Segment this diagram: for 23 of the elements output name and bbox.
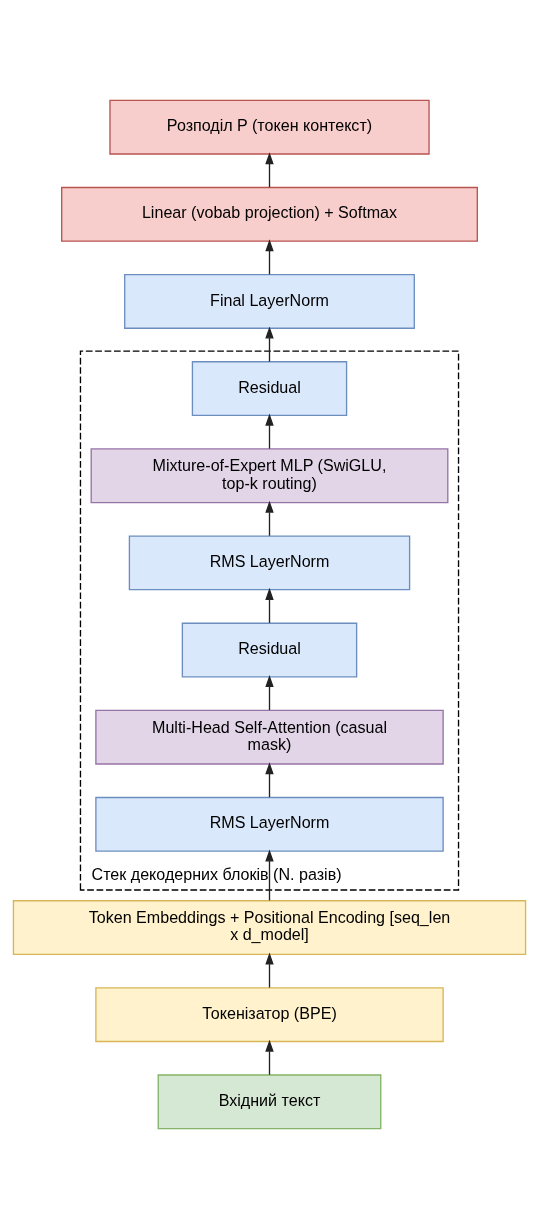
arrow [265, 500, 274, 537]
node-box: Token Embeddings + Positional Encoding [seq_len x d_model] [12, 900, 527, 955]
arrow [265, 674, 274, 711]
node-box: Вхідний текст [157, 1074, 382, 1130]
arrow [265, 952, 274, 989]
node-box: Final LayerNorm [124, 273, 415, 329]
arrow [265, 762, 274, 798]
arrow [265, 587, 274, 624]
arrow [265, 239, 274, 275]
node-box: RMS LayerNorm [95, 796, 444, 852]
node-box: Розподіл P (токен контекст) [109, 99, 430, 155]
node-box: Токенізатор (BPE) [95, 987, 444, 1043]
node-box: Linear (vobab projection) + Softmax [61, 186, 478, 242]
arrow [265, 413, 274, 450]
node-box: Multi-Head Self-Attention (casual mask) [95, 709, 444, 765]
node-box: RMS LayerNorm [128, 535, 411, 591]
arrow [265, 326, 274, 363]
arrow [265, 152, 274, 188]
node-box: Mixture-of-Expert MLP (SwiGLU, top-k routing) [90, 448, 449, 504]
arrow [265, 849, 274, 901]
arrow [265, 1039, 274, 1076]
node-box: Residual [191, 361, 348, 417]
node-box: Residual [181, 622, 358, 678]
